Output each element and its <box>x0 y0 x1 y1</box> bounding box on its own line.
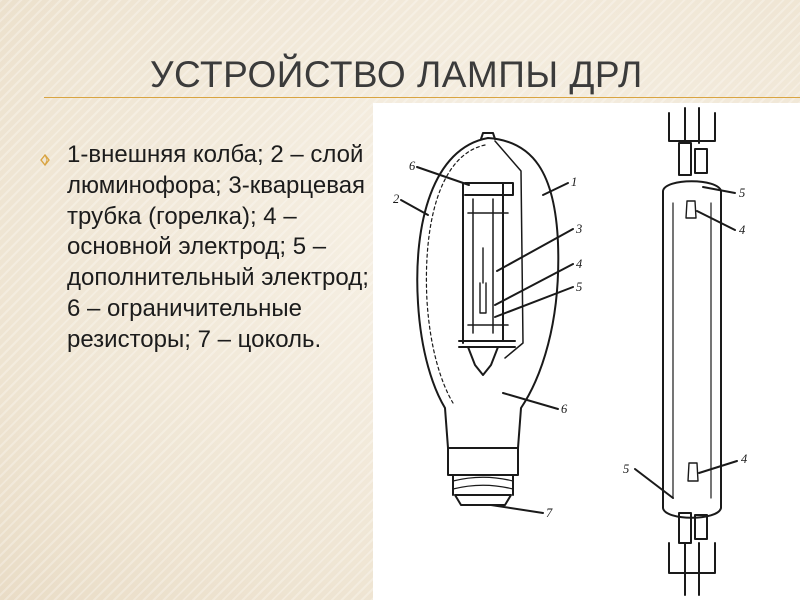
tube-label-aux-electrode-bottom: 5 <box>623 462 629 476</box>
tube-label-main-electrode-bottom: 4 <box>741 452 747 466</box>
slide-title: УСТРОЙСТВО ЛАМПЫ ДРЛ <box>150 54 643 95</box>
tube-label-main-electrode-top: 4 <box>739 223 745 237</box>
lamp-label-aux-electrode: 5 <box>576 280 582 294</box>
lamp-label-outer-bulb: 1 <box>571 175 577 189</box>
lamp-diagram: 6 2 1 3 4 5 6 7 5 4 5 4 <box>393 107 747 596</box>
burner-tube-drawing <box>634 107 738 596</box>
lamp-label-resistor-lower: 6 <box>561 402 568 416</box>
diamond-bullet-icon <box>40 153 50 167</box>
lamp-label-resistor: 6 <box>409 159 416 173</box>
lamp-diagram-panel: 6 2 1 3 4 5 6 7 5 4 5 4 <box>373 103 800 600</box>
lamp-label-phosphor: 2 <box>393 192 399 206</box>
title-divider <box>44 97 800 98</box>
lamp-label-main-electrode: 4 <box>576 257 582 271</box>
lamp-label-base: 7 <box>546 506 553 520</box>
caption-text: 1-внешняя колба; 2 – слой люминофора; 3-… <box>67 141 369 353</box>
lamp-drawing <box>400 132 574 514</box>
lamp-label-quartz-tube: 3 <box>575 222 582 236</box>
tube-label-aux-electrode-top: 5 <box>739 186 745 200</box>
